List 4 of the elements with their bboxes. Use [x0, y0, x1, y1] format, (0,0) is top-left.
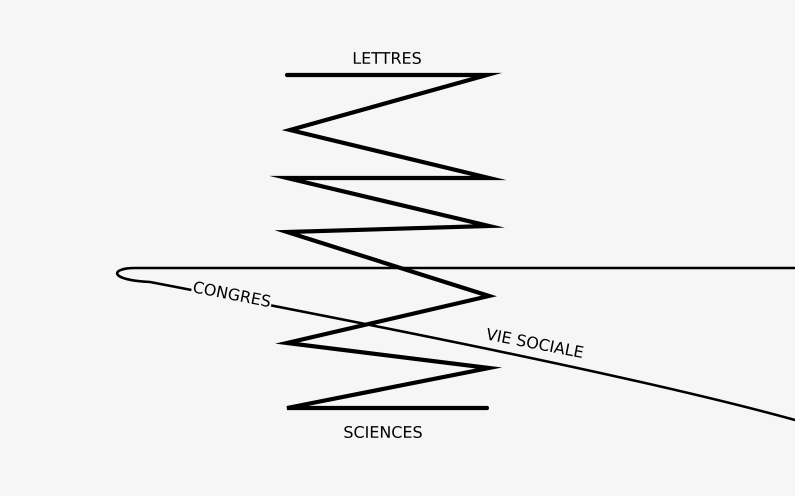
handwritten-label: LETTRES: [351, 50, 423, 66]
handwritten-label: SCIENCES: [342, 424, 424, 440]
handwritten-label: VIE SOCIALE: [484, 326, 586, 360]
handwritten-label: CONGRES: [190, 279, 274, 309]
